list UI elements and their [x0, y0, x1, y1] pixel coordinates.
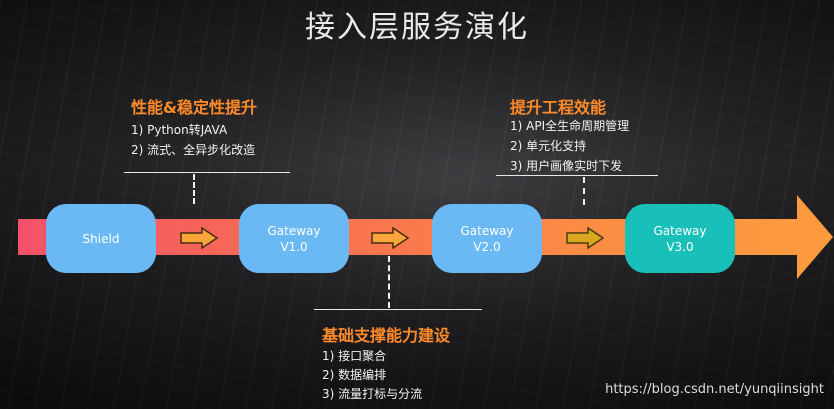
node-gateway-v2-label: Gateway	[460, 223, 514, 238]
forward-arrow-icon-3	[566, 227, 604, 249]
forward-arrow-icon-1	[180, 227, 218, 249]
node-gateway-v2-version: V2.0	[473, 239, 501, 254]
top-right-item-1: 1) API全生命周期管理	[510, 119, 630, 133]
bottom-item-3: 3) 流量打标与分流	[322, 387, 423, 401]
top-left-underline	[124, 172, 290, 173]
timeline-arrowhead	[797, 195, 833, 279]
top-left-item-1: 1) Python转JAVA	[131, 123, 228, 137]
forward-arrow-icon-2	[371, 227, 409, 249]
top-left-heading: 性能&稳定性提升	[131, 98, 257, 117]
bottom-item-2: 2) 数据编排	[322, 368, 387, 382]
bottom-overline	[314, 309, 482, 310]
node-gateway-v1: Gateway V1.0	[239, 204, 349, 273]
node-gateway-v3-label: Gateway	[653, 223, 707, 238]
top-right-connector	[583, 177, 585, 205]
top-right-item-2: 2) 单元化支持	[510, 139, 587, 153]
top-right-heading: 提升工程效能	[510, 98, 607, 117]
top-left-item-2: 2) 流式、全异步化改造	[131, 143, 256, 157]
node-gateway-v1-version: V1.0	[280, 239, 308, 254]
bottom-heading: 基础支撑能力建设	[322, 326, 451, 345]
bottom-connector	[388, 256, 390, 308]
node-gateway-v1-label: Gateway	[267, 223, 321, 238]
node-gateway-v3: Gateway V3.0	[625, 204, 735, 273]
slide-title: 接入层服务演化	[305, 10, 529, 45]
node-shield-label: Shield	[82, 231, 120, 246]
top-left-connector	[193, 174, 195, 204]
node-shield: Shield	[46, 204, 156, 273]
top-right-item-3: 3) 用户画像实时下发	[510, 159, 623, 173]
top-right-underline	[496, 175, 658, 176]
node-gateway-v3-version: V3.0	[666, 239, 694, 254]
node-gateway-v2: Gateway V2.0	[432, 204, 542, 273]
bottom-item-1: 1) 接口聚合	[322, 349, 387, 363]
watermark-url: https://blog.csdn.net/yunqiinsight	[605, 382, 824, 397]
